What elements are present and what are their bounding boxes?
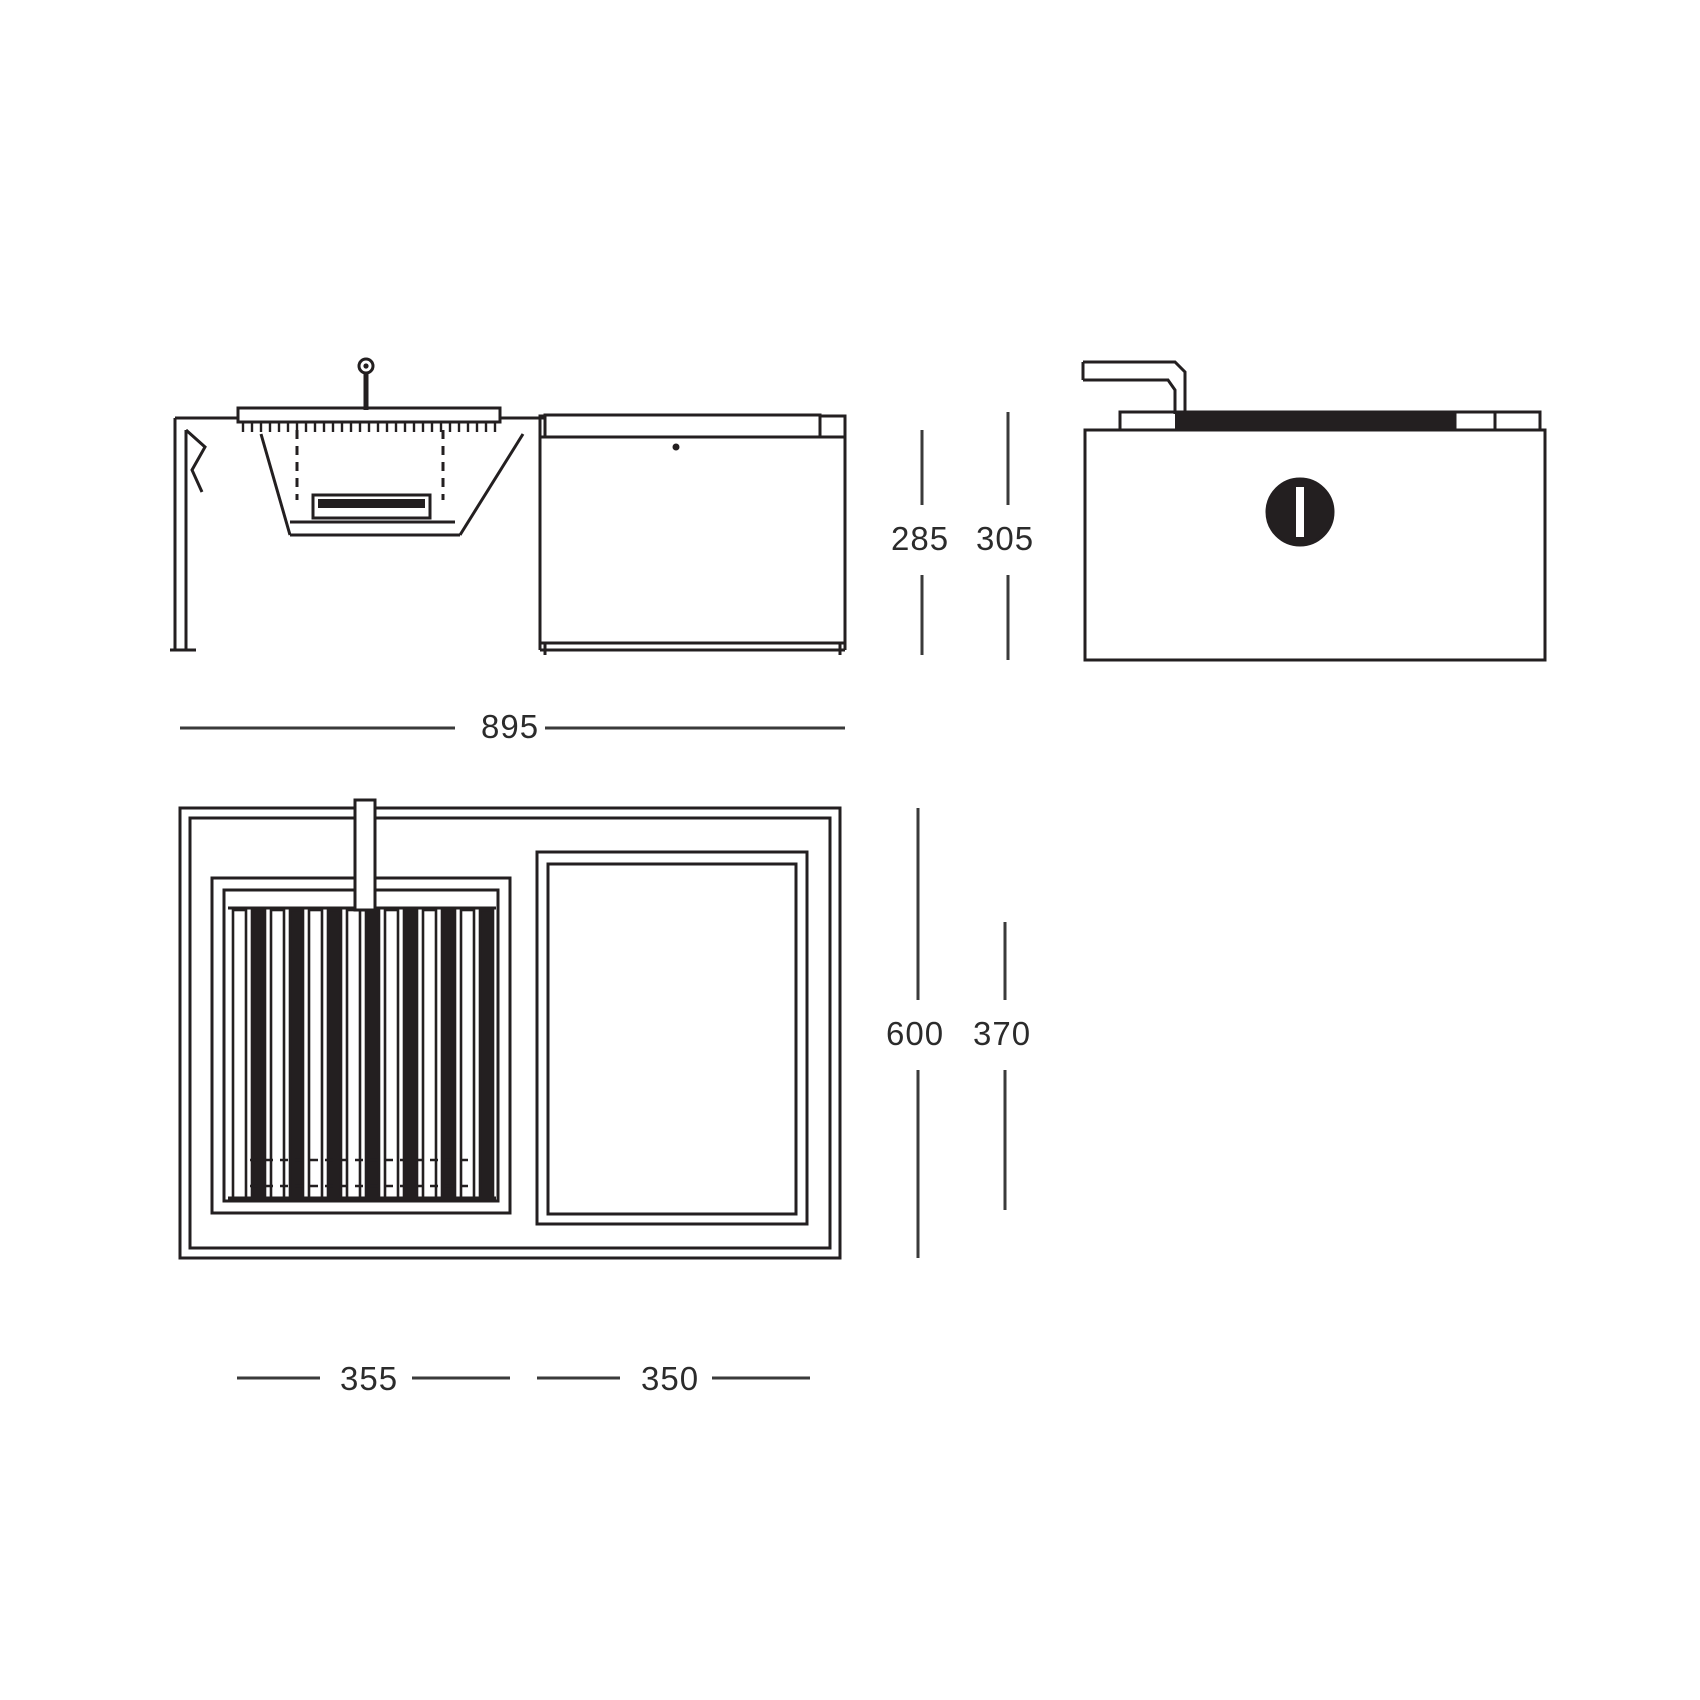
dim-label-side-height: 305 [976, 520, 1035, 557]
plan-view [178, 798, 842, 1260]
side-lid-band [1175, 414, 1455, 430]
plan-hidden-crossbars [250, 1158, 470, 1188]
plan-right-panel-inner [546, 862, 798, 1216]
plan-grill-bars [231, 908, 495, 1200]
front-elevation-view [170, 357, 847, 655]
plan-outer-frame-inner [188, 816, 832, 1250]
round-knob-ring [1265, 477, 1335, 547]
side-cabinet-top [543, 413, 822, 439]
side-cabinet-body [538, 414, 847, 645]
charcoal-tray-inner [318, 499, 425, 508]
dim-label-plan-depth-outer: 600 [886, 1015, 945, 1052]
plan-rod-handle [353, 798, 377, 912]
dim-label-plan-width-right: 350 [641, 1360, 700, 1397]
lid-handle-arm-inner [1083, 378, 1177, 414]
grate-teeth [241, 422, 497, 432]
firebox-hidden-lines [295, 430, 445, 500]
lid-handle-arm [1083, 360, 1187, 414]
dim-label-front-width: 895 [481, 708, 540, 745]
rod-handle-knob-center [363, 363, 369, 369]
side-body [1083, 428, 1547, 662]
dim-label-front-height: 285 [891, 520, 950, 557]
firebox-taper-left [259, 433, 292, 536]
leg-brace [184, 428, 207, 493]
cabinet-pin-icon [672, 443, 680, 451]
side-elevation-view [1081, 360, 1547, 662]
dim-label-plan-depth-inner: 370 [973, 1015, 1032, 1052]
grate-band [236, 406, 502, 424]
dimension-text-masks [320, 505, 1034, 1404]
dim-label-plan-width-left: 355 [340, 1360, 399, 1397]
firebox-taper-right [458, 433, 525, 536]
side-lid-right-cap [1453, 410, 1497, 432]
round-knob-slot [1296, 487, 1304, 537]
